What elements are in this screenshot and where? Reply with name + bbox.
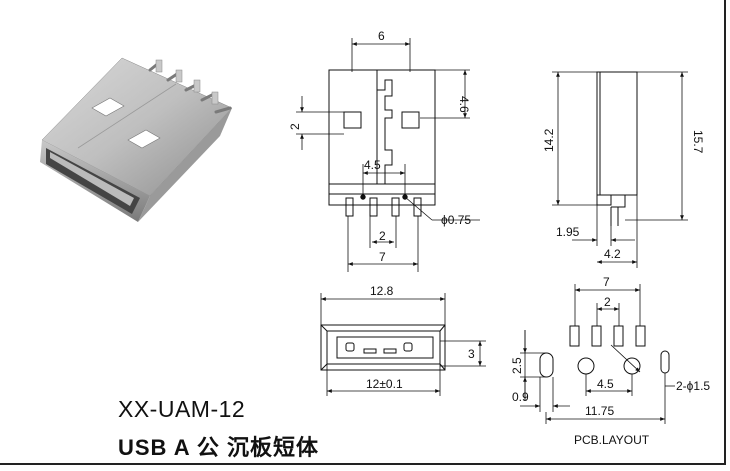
front-pin-outer-label: 7 bbox=[379, 250, 386, 264]
bottom-inner-width-label: 12±0.1 bbox=[366, 377, 403, 391]
side-offset-label: 1.95 bbox=[556, 225, 580, 239]
pcb-outer-pitch-label: 7 bbox=[603, 275, 610, 289]
front-view bbox=[328, 69, 436, 217]
pcb-left-offset-label: 0.9 bbox=[512, 390, 529, 404]
bottom-width-label: 12.8 bbox=[370, 284, 394, 298]
side-depth-label: 4.2 bbox=[604, 247, 621, 261]
pcb-inner-pitch-label: 2 bbox=[604, 295, 611, 309]
product-description: USB A 公 沉板短体 bbox=[118, 435, 320, 460]
front-pin-pitch-label: 4.5 bbox=[364, 158, 381, 172]
bottom-view-dimensions bbox=[320, 293, 486, 396]
front-pad-height-label: 4.6 bbox=[457, 96, 471, 113]
side-height-right-label: 15.7 bbox=[691, 130, 705, 154]
front-pin-inner-label: 2 bbox=[379, 229, 386, 243]
side-height-left-label: 14.2 bbox=[542, 128, 556, 152]
pcb-hole-diameter-label: 2-ϕ1.5 bbox=[676, 379, 710, 393]
front-pin-diameter-label: ϕ0.75 bbox=[441, 213, 471, 227]
pcb-layout-view bbox=[539, 325, 670, 378]
pcb-layout-label: PCB.LAYOUT bbox=[574, 433, 650, 447]
model-title: XX-UAM-12 bbox=[118, 396, 246, 422]
pcb-hole-pitch-label: 4.5 bbox=[597, 377, 614, 391]
pcb-slot-height-label: 2.5 bbox=[510, 357, 524, 374]
front-pad-offset-label: 2 bbox=[288, 123, 302, 130]
front-view-dimensions bbox=[296, 38, 480, 272]
front-width-label: 6 bbox=[378, 29, 385, 43]
bottom-view bbox=[320, 324, 446, 371]
pcb-layout-dimensions bbox=[520, 284, 675, 424]
pcb-total-width-label: 11.75 bbox=[585, 404, 614, 418]
side-view bbox=[596, 71, 638, 226]
bottom-height-label: 3 bbox=[468, 347, 475, 361]
connector-photo bbox=[40, 57, 233, 222]
side-view-dimensions bbox=[552, 71, 688, 268]
